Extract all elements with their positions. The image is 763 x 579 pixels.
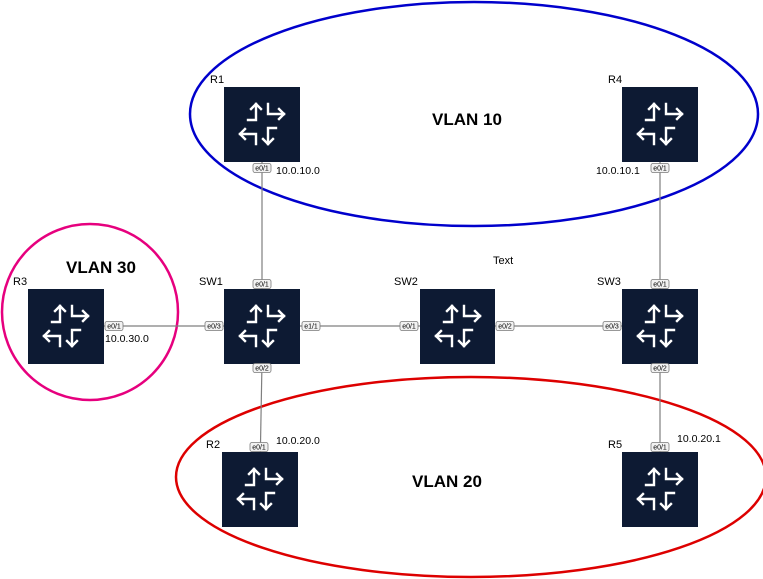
device-label-r1: R1 <box>210 74 224 86</box>
device-label-r4: R4 <box>608 74 622 86</box>
router-r3[interactable] <box>28 289 104 364</box>
router-body <box>622 452 698 527</box>
port-tag: e0/1 <box>650 279 670 289</box>
switch-body <box>622 289 698 364</box>
free-text-label: Text <box>493 255 513 267</box>
device-label-r2: R2 <box>206 439 220 451</box>
svg-text:e0/1: e0/1 <box>653 282 667 289</box>
port-tag: e0/1 <box>252 163 272 173</box>
switch-body <box>420 289 495 364</box>
port-tag: e0/1 <box>650 163 670 173</box>
port-tag: e0/1 <box>249 442 269 452</box>
vlan-20-zone <box>174 375 763 579</box>
router-r4[interactable] <box>622 87 698 162</box>
svg-text:e0/3: e0/3 <box>605 324 619 331</box>
port-tag: e0/1 <box>104 321 124 331</box>
device-label-r5: R5 <box>608 439 622 451</box>
links <box>104 162 661 527</box>
device-label-sw1: SW1 <box>199 276 223 288</box>
router-r1[interactable] <box>224 87 300 162</box>
svg-text:e0/1: e0/1 <box>255 282 269 289</box>
router-body <box>222 452 298 527</box>
svg-text:e1/1: e1/1 <box>304 324 318 331</box>
router-r2[interactable] <box>222 452 298 527</box>
router-r5[interactable] <box>622 452 698 527</box>
port-tag: e0/3 <box>204 321 224 331</box>
ip-label-r5: 10.0.20.1 <box>677 433 721 445</box>
switch-sw3[interactable] <box>622 289 698 364</box>
port-tag: e0/3 <box>602 321 622 331</box>
svg-text:e0/1: e0/1 <box>653 445 667 452</box>
vlan-20-label: VLAN 20 <box>412 472 482 491</box>
svg-text:e0/1: e0/1 <box>107 324 121 331</box>
vlan-10-zone <box>188 0 760 228</box>
svg-text:e0/1: e0/1 <box>255 166 269 173</box>
device-label-sw2: SW2 <box>394 276 418 288</box>
port-tag: e0/2 <box>495 321 515 331</box>
ip-label-r1: 10.0.10.0 <box>276 165 320 177</box>
vlan-30-zone <box>0 222 180 402</box>
switch-sw2[interactable] <box>420 289 495 364</box>
router-body <box>224 87 300 162</box>
svg-text:e0/1: e0/1 <box>402 324 416 331</box>
svg-text:e0/2: e0/2 <box>255 366 269 373</box>
switch-sw1[interactable] <box>224 289 300 364</box>
svg-text:e0/2: e0/2 <box>498 324 512 331</box>
port-tag: e0/1 <box>252 279 272 289</box>
port-tag: e0/2 <box>252 363 272 373</box>
device-label-sw3: SW3 <box>597 276 621 288</box>
switch-body <box>224 289 300 364</box>
port-tag: e0/1 <box>650 442 670 452</box>
svg-text:e0/1: e0/1 <box>653 166 667 173</box>
router-body <box>28 289 104 364</box>
ip-label-r2: 10.0.20.0 <box>276 435 320 447</box>
port-tag: e0/1 <box>399 321 419 331</box>
vlan-30-label: VLAN 30 <box>66 258 136 277</box>
port-tag: e0/2 <box>650 363 670 373</box>
svg-text:e0/3: e0/3 <box>207 324 221 331</box>
ip-label-r3: 10.0.30.0 <box>105 333 149 345</box>
ip-label-r4: 10.0.10.1 <box>596 165 640 177</box>
vlan-10-label: VLAN 10 <box>432 110 502 129</box>
svg-text:e0/1: e0/1 <box>252 445 266 452</box>
device-label-r3: R3 <box>13 276 27 288</box>
router-body <box>622 87 698 162</box>
port-tags: e0/1 e0/1 e0/1 e0/1 e0/1 e0/3 e1/1 e0/1 … <box>104 163 670 452</box>
port-tag: e1/1 <box>301 321 321 331</box>
svg-text:e0/2: e0/2 <box>653 366 667 373</box>
